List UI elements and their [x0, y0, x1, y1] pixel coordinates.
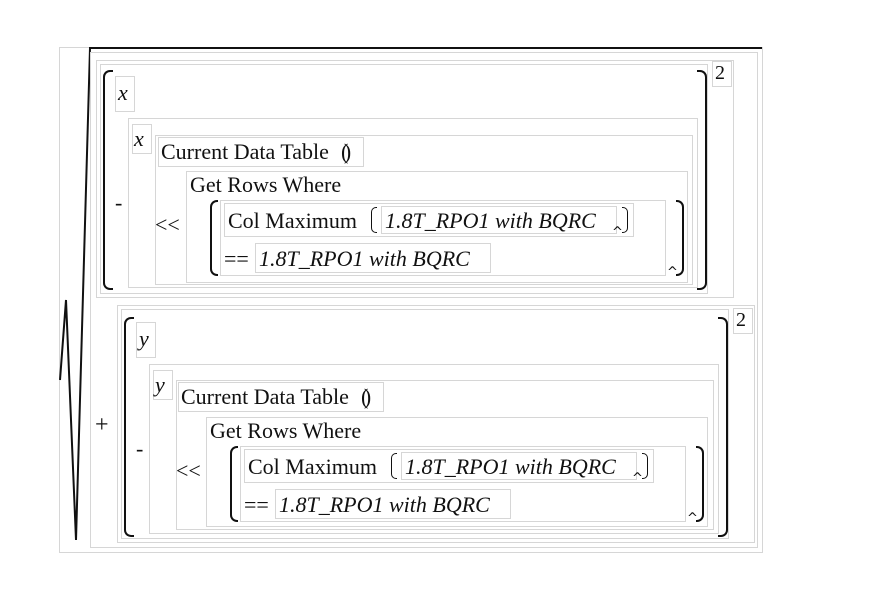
- term2-get-rows-box: [206, 417, 708, 527]
- term1-subscript-expr-box: [128, 118, 698, 288]
- term1-col-max-left-paren: [371, 207, 377, 233]
- term2-get-rows-left-paren[interactable]: [230, 446, 238, 522]
- term1-table-box: [155, 135, 693, 285]
- term2-exponent: 2: [736, 309, 746, 331]
- term2-get-rows-label: Get Rows Where: [210, 418, 362, 443]
- term2-col-max-left-paren: [391, 453, 397, 479]
- radicand-box: [90, 52, 758, 548]
- term1-get-rows-caret-icon: ^: [667, 265, 678, 280]
- term1-current-table: Current Data Table: [161, 139, 329, 164]
- term1-get-rows-box: [186, 171, 688, 283]
- term2-current-table-parens: ( ): [361, 384, 371, 409]
- term2-eq-arg-box[interactable]: [275, 489, 511, 519]
- term1-col-max-arg: 1.8T_RPO1 with BQRC: [385, 208, 596, 233]
- term1-eq-arg: 1.8T_RPO1 with BQRC: [259, 246, 470, 271]
- term1-get-rows-right-paren[interactable]: [676, 200, 684, 276]
- term2-exponent-box: [733, 308, 753, 334]
- term2-right-paren[interactable]: [718, 317, 728, 537]
- term1-get-rows-label: Get Rows Where: [190, 172, 342, 197]
- term1-col-max-box[interactable]: [224, 203, 634, 237]
- term1-minus: -: [115, 190, 123, 215]
- term2-subscript-var-box[interactable]: [153, 370, 173, 400]
- term2-base-box: [121, 309, 729, 539]
- plus-operator: +: [95, 412, 109, 438]
- term2-table-box: [176, 380, 714, 530]
- term2-outer-box: [117, 305, 755, 543]
- term1-base-box: [100, 64, 708, 294]
- term1-col-max-label: Col Maximum: [228, 208, 357, 233]
- term1-var-box[interactable]: [115, 76, 135, 112]
- term2-subscript-expr-box: [149, 364, 719, 534]
- term1-var: x: [118, 80, 128, 105]
- term2-col-max-label: Col Maximum: [248, 454, 377, 479]
- term1-col-max-arg-box[interactable]: [381, 206, 617, 234]
- term1-condition-box: [220, 200, 666, 276]
- term1-equals: ==: [224, 246, 249, 271]
- term1-right-paren[interactable]: [697, 70, 707, 290]
- term2-get-rows-caret-icon: ^: [687, 511, 698, 526]
- term1-col-max-right-paren: [622, 207, 628, 233]
- term2-current-table-box[interactable]: [178, 382, 384, 412]
- term2-var: y: [139, 326, 149, 351]
- term2-col-max-caret-icon: ^: [632, 471, 643, 486]
- term1-subscript-var: x: [134, 126, 144, 151]
- term2-minus: -: [136, 436, 144, 461]
- term2-equals: ==: [244, 492, 269, 517]
- term2-left-paren[interactable]: [124, 317, 134, 537]
- term2-get-rows-right-paren[interactable]: [696, 446, 704, 522]
- term1-eq-arg-box[interactable]: [255, 243, 491, 273]
- term2-var-box[interactable]: [136, 322, 156, 358]
- term1-rows-operator: <<: [155, 212, 180, 237]
- term1-subscript-var-box[interactable]: [132, 124, 152, 154]
- term2-eq-arg: 1.8T_RPO1 with BQRC: [279, 492, 490, 517]
- term2-subscript-var: y: [155, 372, 165, 397]
- term2-rows-operator: <<: [176, 458, 201, 483]
- term1-left-paren[interactable]: [103, 70, 113, 290]
- term2-condition-box: [240, 446, 686, 522]
- term2-col-max-arg-box[interactable]: [401, 452, 637, 480]
- term2-col-max-arg: 1.8T_RPO1 with BQRC: [405, 454, 616, 479]
- term1-col-max-caret-icon: ^: [612, 225, 623, 240]
- term1-exponent: 2: [715, 62, 725, 84]
- term1-exponent-box: [712, 61, 732, 87]
- term1-current-table-box[interactable]: [158, 137, 364, 167]
- term1-outer-box: [96, 60, 734, 298]
- term1-get-rows-left-paren[interactable]: [210, 200, 218, 276]
- term2-col-max-right-paren: [642, 453, 648, 479]
- term1-current-table-parens: ( ): [341, 139, 351, 164]
- term2-current-table: Current Data Table: [181, 384, 349, 409]
- term2-col-max-box[interactable]: [244, 449, 654, 483]
